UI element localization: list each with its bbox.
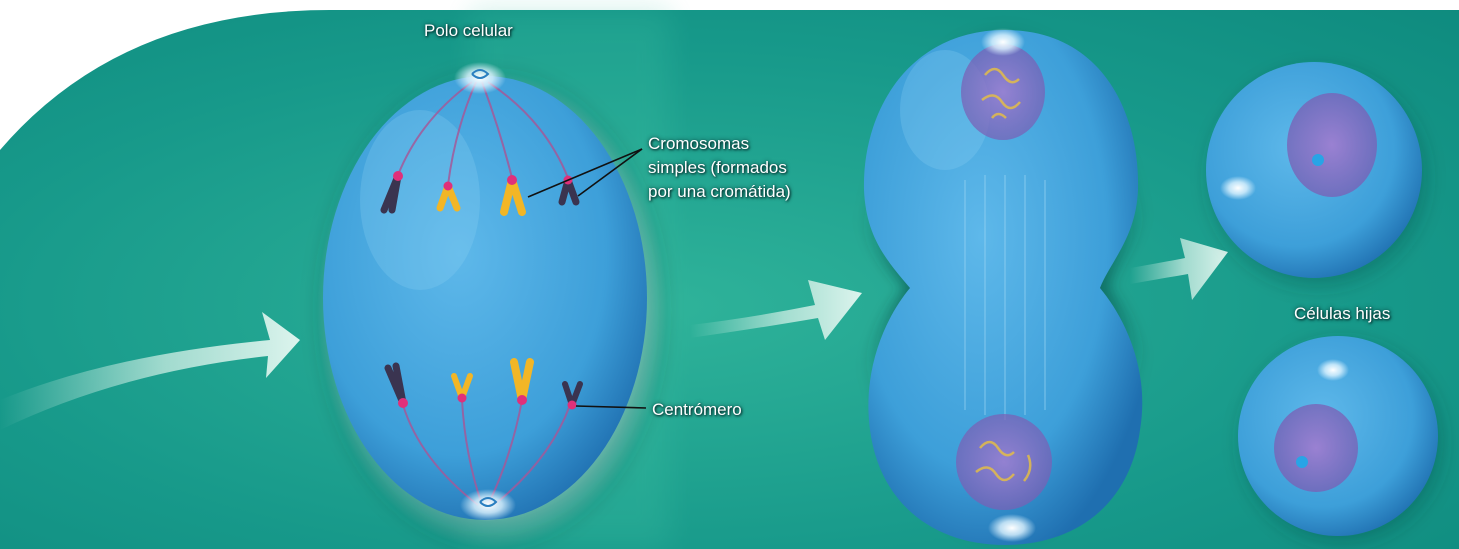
lower-nucleus [956,414,1052,510]
anaphase-cell [307,60,677,549]
label-chromosomes: Cromosomas simples (formados por una cro… [648,132,791,204]
upper-nucleus [961,44,1045,140]
daughter-cell-top [1198,58,1438,298]
label-chromosomes-line3: por una cromátida) [648,180,791,204]
label-daughter-cells: Células hijas [1294,303,1390,325]
daughter-cell-bottom [1230,330,1454,549]
label-centromere: Centrómero [652,399,742,421]
label-chromosomes-line2: simples (formados [648,156,791,180]
label-cell-pole: Polo celular [424,20,513,42]
label-chromosomes-line1: Cromosomas [648,132,791,156]
